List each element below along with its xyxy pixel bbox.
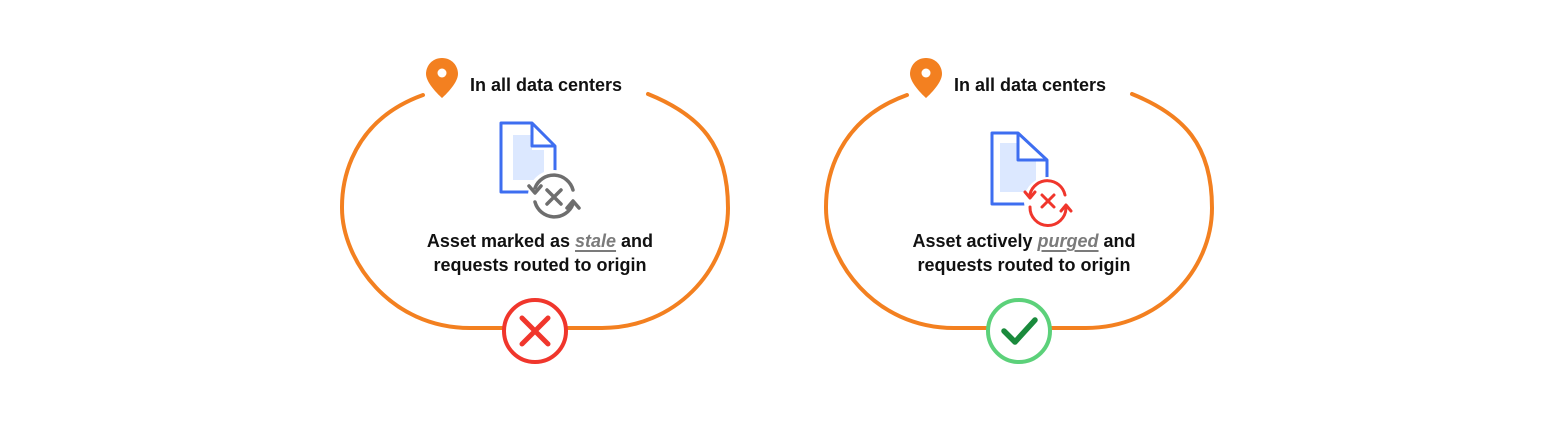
x-mark-icon — [502, 298, 568, 364]
caption-line-2: requests routed to origin — [433, 255, 647, 275]
map-pin-icon — [910, 58, 942, 98]
frame-outline — [339, 92, 731, 330]
map-pin-icon — [426, 58, 458, 98]
panel-caption: Asset actively purged and requests route… — [854, 229, 1194, 277]
panel-header: In all data centers — [470, 75, 623, 95]
panel-header: In all data centers — [954, 75, 1107, 95]
caption-emphasis: purged — [1037, 231, 1099, 251]
caption-text-after: and — [616, 231, 654, 251]
stale-sync-icon — [527, 170, 581, 222]
purge-panel: In all data centers Asset actively purge… — [814, 0, 1234, 423]
stale-panel-graphic — [339, 58, 731, 364]
caption-text-before: Asset actively — [912, 231, 1038, 251]
caption-text-before: Asset marked as — [426, 231, 576, 251]
purge-sync-icon — [1023, 177, 1073, 227]
check-mark-icon — [986, 298, 1052, 364]
panel-caption: Asset marked as stale and requests route… — [370, 229, 710, 277]
caption-emphasis: stale — [575, 231, 617, 251]
purge-panel-graphic — [823, 58, 1215, 364]
frame-outline — [823, 92, 1215, 330]
caption-line-2: requests routed to origin — [917, 255, 1131, 275]
caption-text-after: and — [1098, 231, 1136, 251]
stale-panel: In all data centers Asset marked as stal… — [330, 0, 750, 423]
